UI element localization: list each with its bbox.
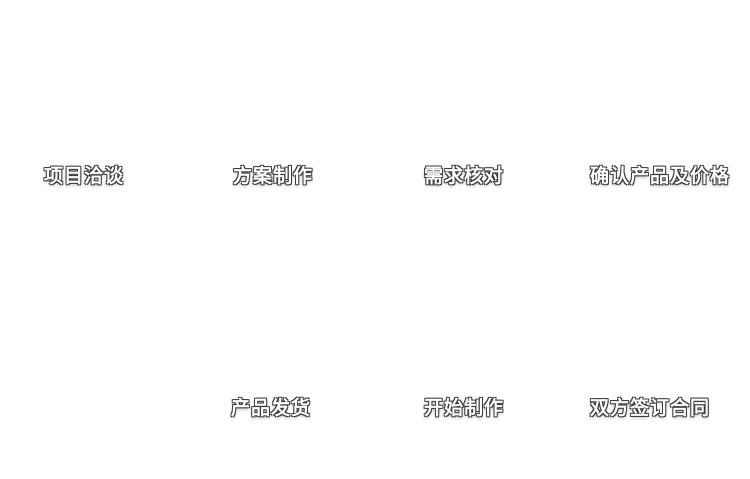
step-plan-creation: 方案制作: [233, 165, 314, 187]
step-project-negotiation: 项目洽谈: [44, 165, 125, 187]
step-product-shipping: 产品发货: [231, 397, 312, 419]
step-requirements-check: 需求核对: [424, 165, 505, 187]
step-confirm-product-and-price: 确认产品及价格: [590, 165, 731, 187]
step-start-production: 开始制作: [424, 397, 505, 419]
step-sign-contract: 双方签订合同: [590, 397, 711, 419]
